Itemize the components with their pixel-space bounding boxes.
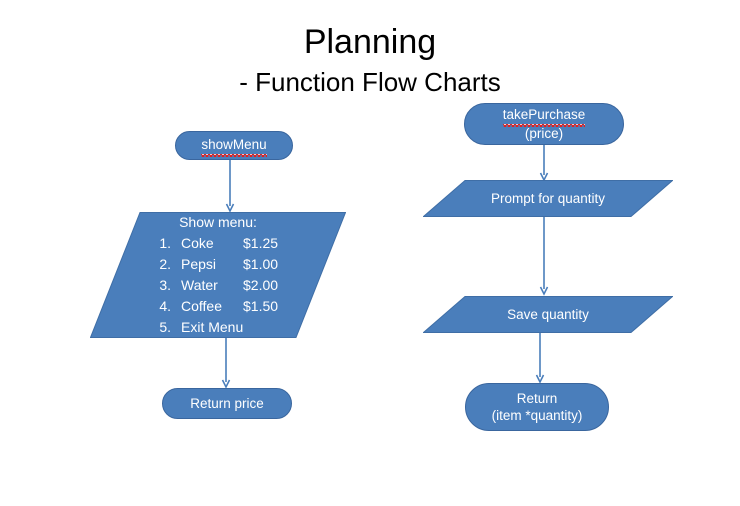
menu-item-price: $1.25 [243, 235, 279, 251]
node-showmenu-end-label: Return price [190, 396, 264, 411]
menu-item-price: $1.50 [243, 298, 279, 314]
menu-item-price: $1.00 [243, 256, 279, 272]
node-showmenu-start-label: showMenu [201, 136, 267, 157]
node-takepurchase-end-label-line1: Return [516, 391, 558, 406]
connector-takepurchase-prompt-to-save [539, 217, 549, 296]
page-subtitle: - Function Flow Charts [239, 67, 501, 97]
node-showmenu-process-label: Show menu: 1. Coke $1.25 2. Pepsi $1.00 … [90, 212, 346, 338]
menu-item-row: 1. Coke $1.25 [145, 233, 291, 253]
menu-item-number: 1. [159, 235, 171, 251]
node-takepurchase-prompt[interactable]: Prompt for quantity [423, 180, 673, 217]
menu-item-number: 4. [159, 298, 171, 314]
menu-item-row-exit: 5. Exit Menu [145, 317, 291, 337]
menu-item-row: 4. Coffee $1.50 [145, 296, 291, 316]
node-showmenu-end[interactable]: Return price [162, 388, 292, 419]
parallelogram-shape-prompt [423, 180, 673, 217]
menu-heading: Show menu: [179, 214, 257, 230]
menu-item-name: Exit Menu [181, 319, 244, 335]
spellcheck-underline-showmenu: showMenu [201, 136, 267, 157]
connector-showmenu-start-to-process [225, 160, 235, 213]
menu-item-number: 2. [159, 256, 171, 272]
menu-item-row: 2. Pepsi $1.00 [145, 254, 291, 274]
node-takepurchase-start-label-line2: (price) [524, 126, 564, 141]
menu-item-price: $2.00 [243, 277, 279, 293]
node-takepurchase-prompt-label: Prompt for quantity [490, 191, 606, 206]
page-title: Planning [303, 23, 437, 61]
menu-item-name: Coffee [181, 298, 222, 314]
node-takepurchase-save-label: Save quantity [507, 307, 589, 322]
node-showmenu-start[interactable]: showMenu [175, 131, 293, 160]
parallelogram-shape-menu [90, 212, 346, 338]
menu-item-row: 3. Water $2.00 [145, 275, 291, 295]
menu-item-number: 3. [159, 277, 171, 293]
menu-item-number: 5. [159, 319, 171, 335]
connector-takepurchase-start-to-prompt [539, 145, 549, 182]
menu-item-name: Coke [181, 235, 214, 251]
menu-item-name: Water [181, 277, 218, 293]
node-takepurchase-start-label-line1: takePurchase [502, 106, 586, 127]
node-takepurchase-end-label-line2: (item *quantity) [491, 408, 583, 423]
node-showmenu-process[interactable]: Show menu: 1. Coke $1.25 2. Pepsi $1.00 … [90, 212, 346, 338]
node-takepurchase-start[interactable]: takePurchase (price) [464, 103, 624, 145]
connector-takepurchase-save-to-end [535, 333, 545, 384]
parallelogram-shape-save [423, 296, 673, 333]
node-takepurchase-save[interactable]: Save quantity [423, 296, 673, 333]
connector-showmenu-process-to-end [221, 338, 231, 389]
spellcheck-underline-takepurchase: takePurchase [502, 106, 586, 127]
node-takepurchase-end[interactable]: Return (item *quantity) [465, 383, 609, 431]
menu-item-name: Pepsi [181, 256, 217, 272]
